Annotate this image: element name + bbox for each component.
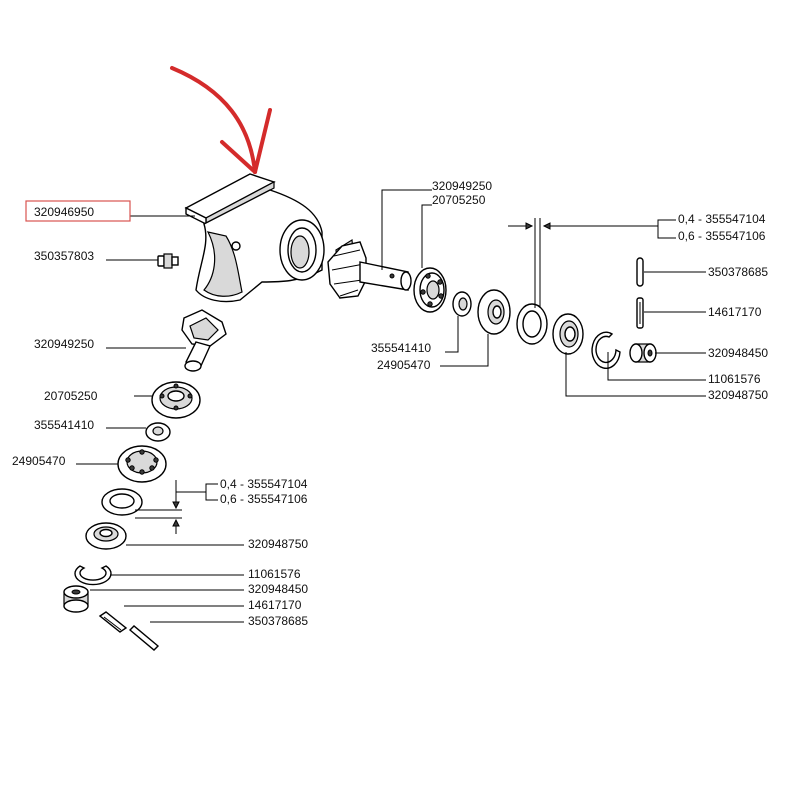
label-horizontal-pin-1: 350378685 bbox=[708, 265, 768, 279]
horizontal-seal bbox=[552, 313, 584, 355]
label-horizontal-bearing-1: 20705250 bbox=[432, 193, 486, 207]
vertical-bearing-2 bbox=[117, 445, 167, 483]
label-horizontal-bush: 320948450 bbox=[708, 346, 768, 360]
vertical-spacer bbox=[145, 422, 171, 442]
label-vertical-pin-1: 14617170 bbox=[248, 598, 302, 612]
highlight-box bbox=[25, 200, 131, 222]
leader-lines bbox=[76, 189, 706, 623]
horizontal-spacer bbox=[452, 291, 472, 317]
vertical-shim bbox=[101, 488, 143, 516]
horizontal-pinion-shaft bbox=[327, 238, 412, 299]
vertical-pinion-shaft bbox=[181, 309, 227, 372]
label-horizontal-seal: 320948750 bbox=[708, 388, 768, 402]
label-horizontal-circlip: 11061576 bbox=[708, 372, 761, 386]
label-horizontal-bearing-2: 24905470 bbox=[377, 358, 431, 372]
highlight-arrow bbox=[170, 66, 272, 174]
horizontal-bush bbox=[629, 343, 657, 363]
label-grease-nipple: 350357803 bbox=[34, 249, 94, 263]
part-labels: 320946950 350357803 320949250 20705250 0… bbox=[12, 179, 768, 628]
label-horizontal-pin-2: 14617170 bbox=[708, 305, 762, 319]
label-horizontal-spacer: 355541410 bbox=[371, 341, 431, 355]
label-vertical-bush: 320948450 bbox=[248, 582, 308, 596]
label-vertical-circlip: 11061576 bbox=[248, 567, 301, 581]
label-vertical-spacer: 355541410 bbox=[34, 418, 94, 432]
label-housing: 320946950 bbox=[34, 205, 94, 219]
horizontal-circlip bbox=[591, 331, 621, 369]
label-vertical-pin-2: 350378685 bbox=[248, 614, 308, 628]
gearbox-housing bbox=[184, 173, 325, 303]
horizontal-pins bbox=[636, 257, 644, 329]
vertical-pins bbox=[98, 611, 160, 651]
horizontal-shim bbox=[516, 303, 548, 345]
label-vertical-bearing-1: 20705250 bbox=[44, 389, 98, 403]
grease-nipple bbox=[157, 253, 179, 269]
label-vertical-seal: 320948750 bbox=[248, 537, 308, 551]
vertical-bearing-1 bbox=[151, 381, 201, 419]
horizontal-bearing-2 bbox=[477, 289, 511, 335]
label-vertical-shim-06: 0,6 - 355547106 bbox=[220, 492, 308, 506]
horizontal-bearing-1 bbox=[413, 267, 447, 313]
vertical-circlip bbox=[74, 565, 112, 586]
label-vertical-shaft: 320949250 bbox=[34, 337, 94, 351]
label-vertical-shim-04: 0,4 - 355547104 bbox=[220, 477, 308, 491]
vertical-seal bbox=[85, 522, 127, 550]
vertical-bush bbox=[63, 585, 89, 613]
label-horizontal-shim-06: 0,6 - 355547106 bbox=[678, 229, 766, 243]
label-vertical-bearing-2: 24905470 bbox=[12, 454, 66, 468]
label-horizontal-shim-04: 0,4 - 355547104 bbox=[678, 212, 766, 226]
label-horizontal-shaft: 320949250 bbox=[432, 179, 492, 193]
